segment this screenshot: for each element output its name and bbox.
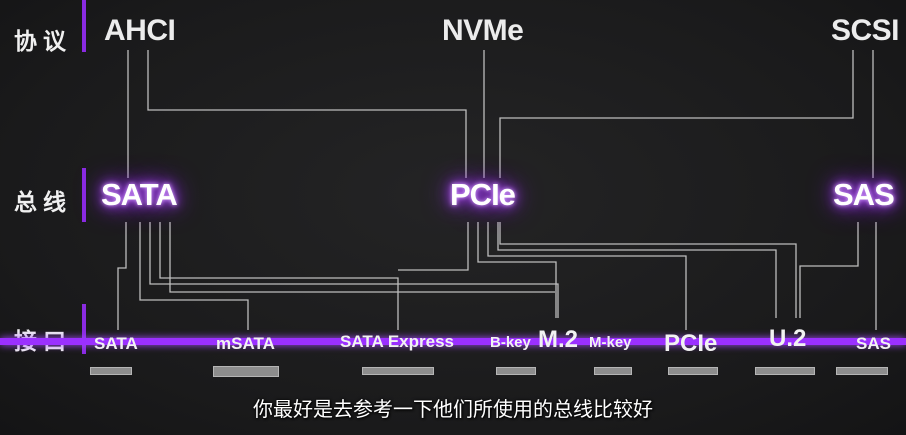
line-sata-u2	[169, 222, 555, 293]
line-scsi-pcie	[499, 50, 854, 178]
line-sata-msata	[139, 222, 249, 330]
protocol-nvme: NVMe	[442, 14, 524, 47]
connector-u2-image	[755, 367, 815, 375]
interface-u2: U.2	[769, 325, 807, 352]
row-label-bus: 总线	[14, 190, 72, 216]
connector-msata-image	[213, 366, 279, 377]
interface-sas: SAS	[856, 334, 891, 353]
interface-m2: M.2	[538, 326, 579, 353]
protocol-row-bar	[82, 0, 86, 52]
line-sata-express	[159, 222, 399, 330]
connector-pcie-image	[668, 367, 718, 375]
interface-baseline	[0, 338, 906, 345]
interface-msata: mSATA	[216, 334, 275, 353]
connector-sata-express-image	[362, 367, 434, 375]
bus-pcie: PCIe	[450, 177, 516, 212]
interface-row-bar	[82, 304, 86, 354]
line-pcie-u2	[499, 222, 797, 318]
bus-sas: SAS	[833, 177, 895, 212]
interface-bkey: B-key	[490, 334, 531, 351]
interface-sata-express: SATA Express	[340, 332, 455, 351]
connector-sata-image	[90, 367, 132, 375]
line-ahci-pcie	[147, 50, 467, 178]
line-pcie-bkey	[477, 222, 557, 318]
line-pcie-mkey	[487, 222, 687, 330]
interface-sata: SATA	[94, 334, 138, 353]
line-sata-bkey	[149, 222, 559, 318]
video-subtitle: 你最好是去参考一下他们所使用的总线比较好	[253, 397, 653, 421]
protocol-ahci: AHCI	[104, 14, 176, 47]
connector-mkey-image	[594, 367, 632, 375]
connector-sas-image	[836, 367, 888, 375]
interface-pcie: PCIe	[664, 330, 718, 357]
bus-row-bar	[82, 168, 86, 222]
row-label-protocol: 协议	[14, 29, 72, 55]
line-pcie-express	[398, 222, 469, 271]
protocol-scsi: SCSI	[831, 14, 900, 47]
connector-bkey-image	[496, 367, 536, 375]
interface-mkey: M-key	[589, 334, 632, 351]
line-sata-sata	[117, 222, 127, 330]
line-sas-u2	[799, 222, 859, 318]
line-pcie-pcie	[497, 222, 777, 318]
bus-sata: SATA	[101, 177, 178, 212]
